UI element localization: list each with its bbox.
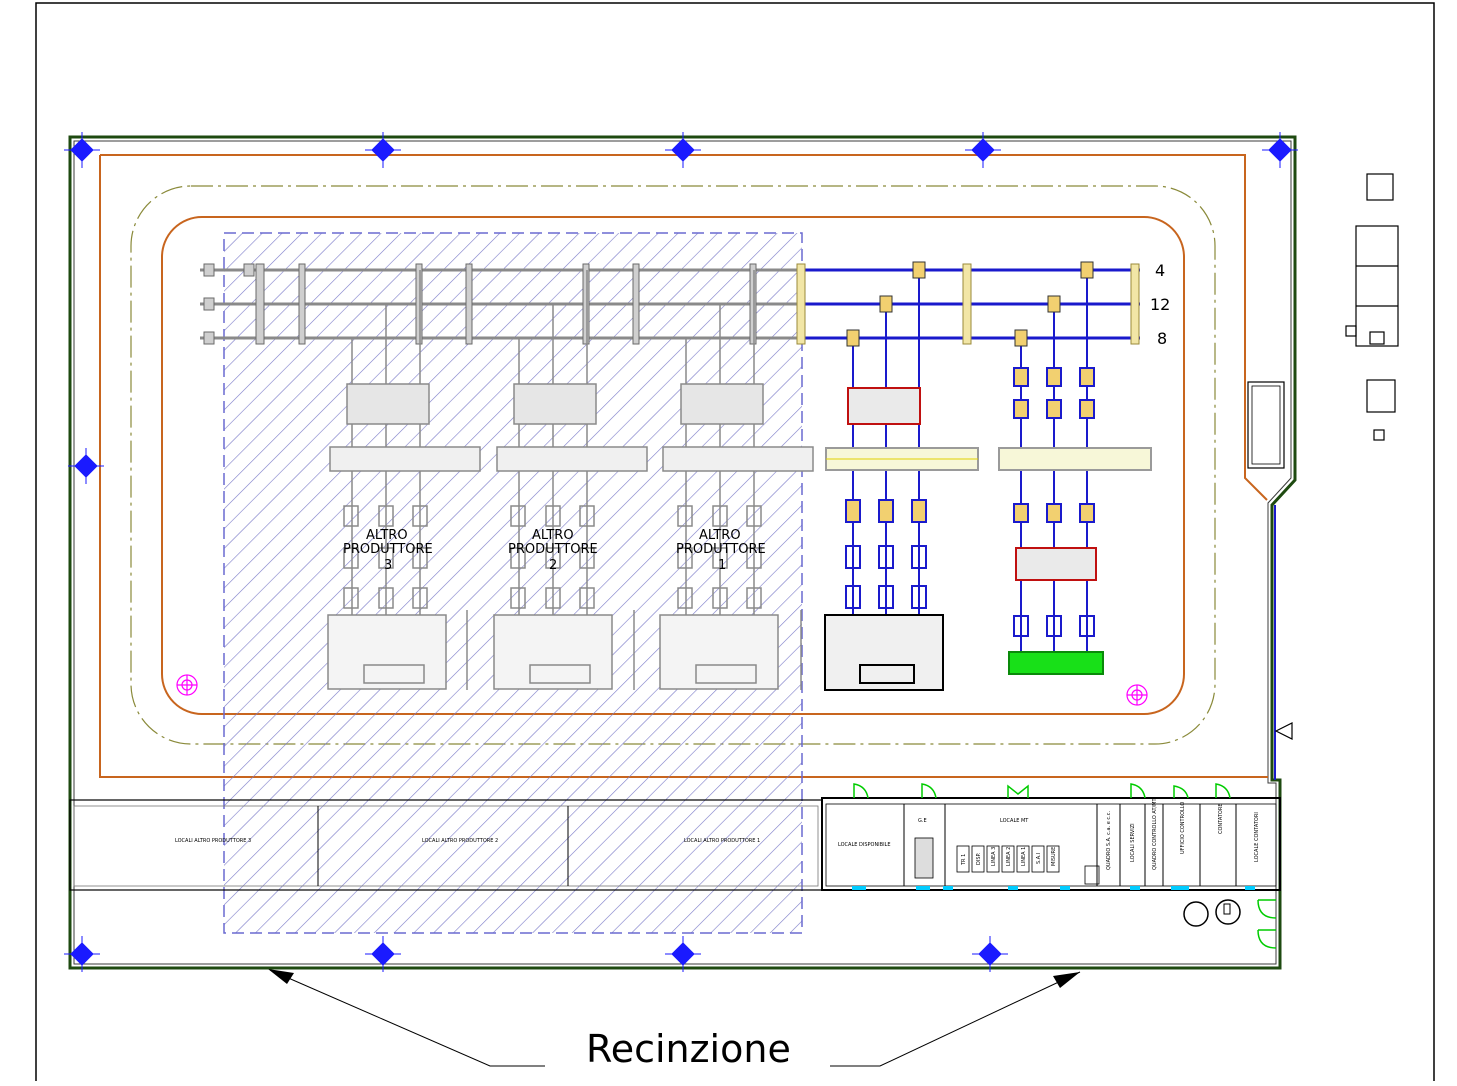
room-label-quadro-sa: QUADRO S.A. c.a. e c.c. [1106, 811, 1112, 870]
producer-bay-2 [493, 270, 648, 690]
svg-text:3: 3 [384, 558, 392, 573]
light-poles [64, 132, 1298, 972]
busbar-label-8: 8 [1157, 329, 1167, 348]
earthing-symbols [176, 674, 1148, 706]
producer-label-2: ALTRO PRODUTTORE 2 [508, 528, 598, 573]
light-pole-icon [68, 448, 104, 484]
line-bays [998, 270, 1152, 675]
svg-text:ALTRO: ALTRO [532, 528, 574, 543]
room-label-quadro-ctrl: QUADRO CONTROLLO AT/MT [1152, 798, 1158, 870]
producer-label-3: ALTRO PRODUTTORE 3 [343, 528, 433, 573]
busbar-label-12: 12 [1150, 295, 1170, 314]
light-pole-icon [972, 936, 1008, 972]
external-equipment [1345, 173, 1399, 441]
svg-text:PRODUTTORE: PRODUTTORE [343, 542, 433, 557]
producer-bay-3 [327, 270, 481, 690]
room-label-disponibile: LOCALE DISPONIBILE [838, 842, 891, 848]
fence-callout: Recinzione [268, 969, 1081, 1071]
busbar-labels: 4 12 8 [1150, 261, 1170, 348]
room-labels: LOCALI ALTRO PRODUTTORE 3 LOCALI ALTRO P… [175, 798, 1260, 870]
svg-text:1: 1 [718, 558, 726, 573]
producer-labels: ALTRO PRODUTTORE 3 ALTRO PRODUTTORE 2 AL… [343, 528, 766, 573]
busbar-label-4: 4 [1155, 261, 1165, 280]
light-pole-icon [965, 132, 1001, 168]
room-label-cell-5: S.A.I [1036, 853, 1042, 864]
room-label-altro3: LOCALI ALTRO PRODUTTORE 3 [175, 838, 251, 844]
busbar-portals [203, 263, 1140, 345]
light-pole-icon [665, 936, 701, 972]
producer-label-1: ALTRO PRODUTTORE 1 [676, 528, 766, 573]
transformer-bay [824, 270, 979, 691]
room-label-cell-6: MISURE [1051, 847, 1057, 866]
service-building [69, 783, 1281, 949]
svg-text:PRODUTTORE: PRODUTTORE [508, 542, 598, 557]
light-pole-icon [64, 132, 100, 168]
room-label-cell-3: LINEA 2 [1006, 847, 1012, 866]
svg-text:PRODUTTORE: PRODUTTORE [676, 542, 766, 557]
room-label-altro1: LOCALI ALTRO PRODUTTORE 1 [684, 838, 760, 844]
room-label-mt: LOCALE MT [1000, 818, 1029, 824]
busbar-isolators [846, 261, 1094, 347]
room-label-cell-4: LINEA 1 [1021, 847, 1027, 866]
room-label-servizi: LOCALI SERVIZI [1130, 823, 1136, 862]
room-label-contatore: CONTATORE [1218, 804, 1224, 835]
room-label-ufficio: UFFICIO CONTROLLO [1180, 802, 1186, 854]
svg-text:ALTRO: ALTRO [699, 528, 741, 543]
svg-text:2: 2 [549, 558, 557, 573]
room-label-altro2: LOCALI ALTRO PRODUTTORE 2 [422, 838, 498, 844]
light-pole-icon [1262, 132, 1298, 168]
svg-text:ALTRO: ALTRO [366, 528, 408, 543]
light-pole-icon [365, 132, 401, 168]
light-pole-icon [64, 936, 100, 972]
light-pole-icon [365, 936, 401, 972]
fence [68, 135, 1297, 970]
other-producers-area [223, 232, 803, 934]
room-label-contatori: LOCALE CONTATORI [1254, 812, 1260, 862]
light-pole-icon [665, 132, 701, 168]
producer-bays [327, 270, 814, 690]
road-edge-outer [99, 154, 1268, 778]
room-label-cell-0: TR 1 [961, 854, 967, 866]
producer-bay-1 [659, 270, 814, 690]
room-label-cell-2: LINEA 3 [991, 847, 997, 866]
fence-callout-label: Recinzione [586, 1027, 791, 1071]
room-label-cell-1: DISP. [976, 852, 982, 865]
room-label-ge: G.E [918, 818, 927, 824]
entrance-gate [1247, 381, 1293, 780]
